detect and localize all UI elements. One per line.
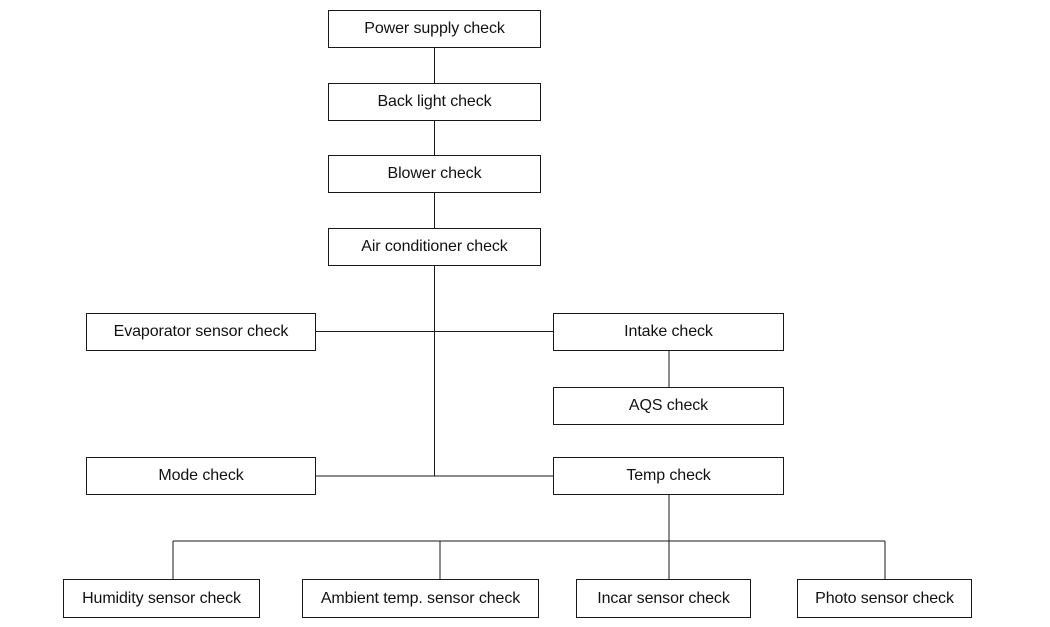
air-conditioner-check-node: Air conditioner check [328,228,541,266]
blower-check-node: Blower check [328,155,541,193]
power-supply-check-node: Power supply check [328,10,541,48]
node-label: Power supply check [364,20,505,37]
node-label: Intake check [624,323,713,340]
incar-sensor-check-node: Incar sensor check [576,579,751,618]
node-label: Temp check [626,467,711,484]
node-label: Photo sensor check [815,589,954,607]
node-label: Mode check [158,467,244,484]
node-label: Blower check [387,165,482,182]
node-label: Air conditioner check [361,238,508,255]
humidity-sensor-check-node: Humidity sensor check [63,579,260,618]
node-label: Humidity sensor check [82,589,241,607]
temp-check-node: Temp check [553,457,784,495]
aqs-check-node: AQS check [553,387,784,425]
node-label: AQS check [628,397,709,414]
intake-check-node: Intake check [553,313,784,351]
back-light-check-node: Back light check [328,83,541,121]
mode-check-node: Mode check [86,457,316,495]
photo-sensor-check-node: Photo sensor check [797,579,972,618]
evaporator-sensor-check-node: Evaporator sensor check [86,313,316,351]
node-label: Back light check [377,93,492,110]
node-label: Evaporator sensor check [113,323,289,340]
node-label: Ambient temp. sensor check [320,589,521,607]
node-label: Incar sensor check [597,589,730,607]
ambient-temp-sensor-check-node: Ambient temp. sensor check [302,579,539,618]
